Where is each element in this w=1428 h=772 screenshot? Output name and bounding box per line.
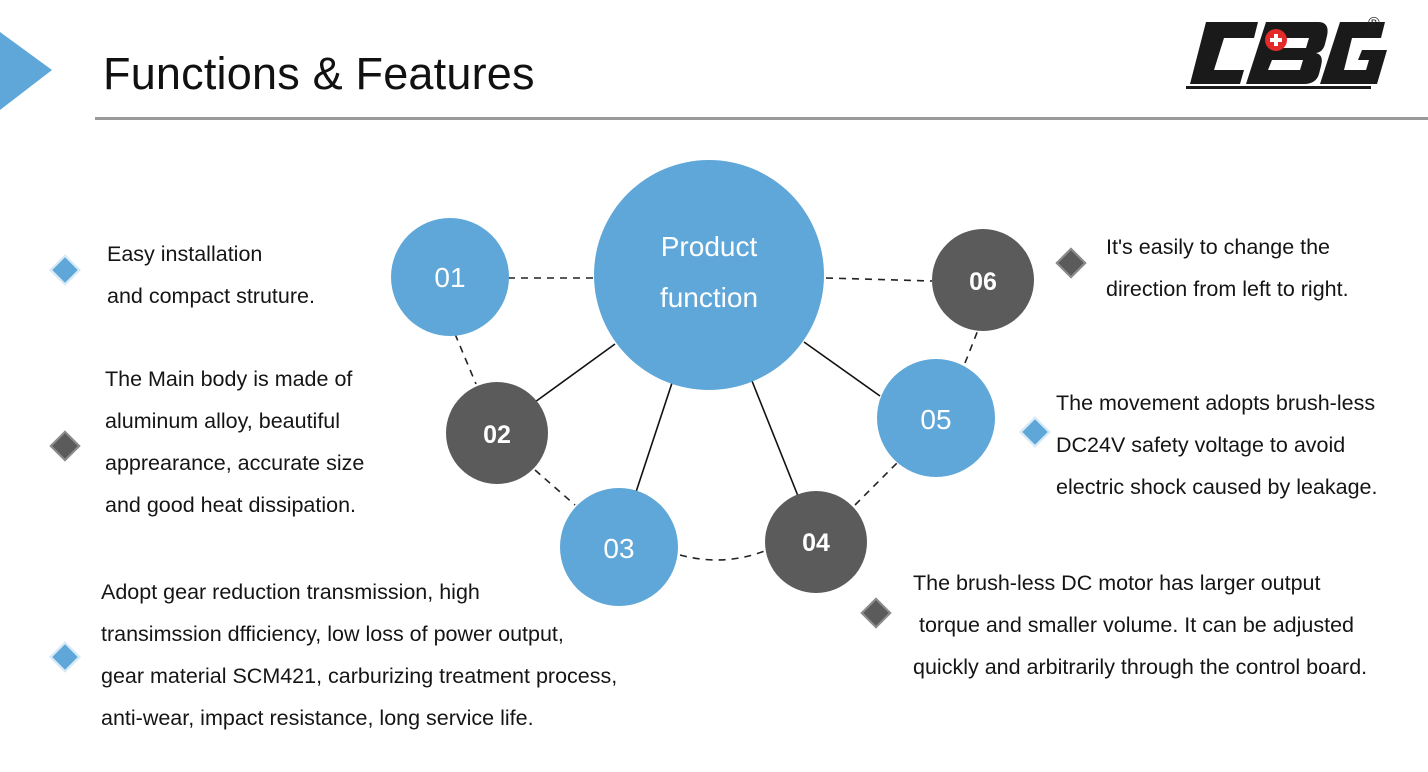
feature-01-text: Easy installation and compact struture. bbox=[107, 233, 315, 317]
node-04-circle bbox=[765, 491, 867, 593]
feature-06-text: It's easily to change the direction from… bbox=[1106, 226, 1349, 310]
center-label-line1: Product bbox=[661, 231, 758, 262]
feature-line: transimssion dfficiency, low loss of pow… bbox=[101, 622, 564, 646]
solid-spokes bbox=[534, 341, 881, 497]
feature-line: and compact struture. bbox=[107, 284, 315, 308]
brand-logo: ® bbox=[1186, 15, 1387, 89]
feature-line: electric shock caused by leakage. bbox=[1056, 475, 1378, 499]
registered-mark: ® bbox=[1368, 15, 1380, 32]
feature-line: and good heat dissipation. bbox=[105, 493, 357, 517]
node-03-label: 03 bbox=[603, 533, 634, 564]
feature-line: torque and smaller volume. It can be adj… bbox=[913, 613, 1355, 637]
node-05-label: 05 bbox=[920, 404, 951, 435]
center-circle bbox=[594, 160, 824, 390]
feature-05-text: The movement adopts brush-less DC24V saf… bbox=[1056, 382, 1377, 508]
feature-line: gear material SCM421, carburizing treatm… bbox=[101, 664, 618, 688]
feature-line: DC24V safety voltage to avoid bbox=[1056, 433, 1346, 457]
feature-line: direction from left to right. bbox=[1106, 277, 1349, 301]
feature-line: Easy installation bbox=[107, 242, 263, 266]
node-06-circle bbox=[932, 229, 1034, 331]
page-title: Functions & Features bbox=[103, 48, 535, 99]
node-02-label: 02 bbox=[483, 421, 511, 449]
node-01-circle bbox=[391, 218, 509, 336]
title-divider bbox=[95, 117, 1428, 120]
center-label-line2: function bbox=[660, 282, 758, 313]
node-04-label: 04 bbox=[802, 529, 830, 557]
feature-line: The brush-less DC motor has larger outpu… bbox=[913, 571, 1321, 595]
feature-line: It's easily to change the bbox=[1106, 235, 1331, 259]
feature-line: Adopt gear reduction transmission, high bbox=[101, 580, 480, 604]
dashed-ring-connectors bbox=[454, 277, 979, 561]
feature-line: anti-wear, impact resistance, long servi… bbox=[101, 706, 534, 730]
feature-line: aluminum alloy, beautiful bbox=[105, 409, 341, 433]
feature-03-text: Adopt gear reduction transmission, high … bbox=[101, 571, 617, 739]
feature-04-text: The brush-less DC motor has larger outpu… bbox=[913, 562, 1367, 688]
feature-line: The movement adopts brush-less bbox=[1056, 391, 1376, 415]
node-02-circle bbox=[446, 382, 548, 484]
feature-line: quickly and arbitrarily through the cont… bbox=[913, 655, 1368, 679]
feature-02-text: The Main body is made of aluminum alloy,… bbox=[105, 358, 364, 526]
node-05-circle bbox=[877, 359, 995, 477]
node-03-circle bbox=[560, 488, 678, 606]
node-01-label: 01 bbox=[434, 262, 465, 293]
node-06-label: 06 bbox=[969, 268, 997, 296]
feature-line: The Main body is made of bbox=[105, 367, 353, 391]
corner-arrow-icon bbox=[0, 32, 52, 110]
feature-line: apprearance, accurate size bbox=[105, 451, 365, 475]
